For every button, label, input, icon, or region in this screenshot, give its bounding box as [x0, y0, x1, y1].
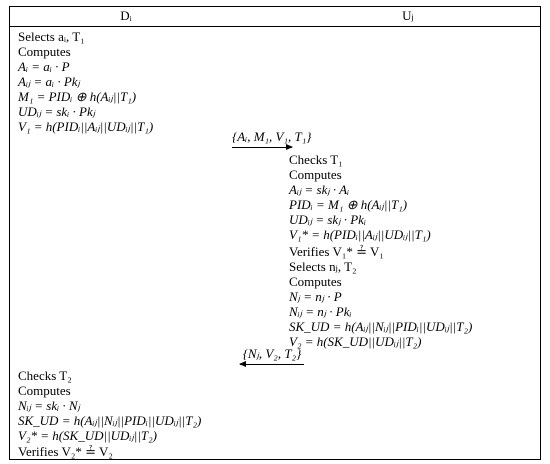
u-eq-nj: Nⱼ = nⱼ · P [289, 289, 342, 304]
u-step-select-nj: Selects nⱼ, T₂ [289, 259, 357, 274]
d-step-computes: Computes [18, 44, 71, 59]
d-step-select: Selects aᵢ, T₁ [18, 29, 85, 44]
u-step-computes-2: Computes [289, 274, 342, 289]
protocol-table-frame [9, 6, 541, 460]
u-step-computes-1: Computes [289, 167, 342, 182]
d-eq-nij: Nᵢⱼ = skᵢ · Nⱼ [18, 398, 80, 413]
d-step-computes-2: Computes [18, 383, 71, 398]
u-step-verify-v1: Verifies V₁* ≟ V₁ [289, 244, 384, 259]
u-eq-v1-star: V₁* = h(PIDᵢ||Aᵢⱼ||UDᵢⱼ||T₁) [289, 227, 431, 242]
u-eq-skud: SK_UD = h(Aᵢⱼ||Nᵢⱼ||PIDᵢ||UDᵢⱼ||T₂) [289, 319, 473, 334]
d-eq-skud: SK_UD = h(Aᵢⱼ||Nᵢⱼ||PIDᵢ||UDᵢⱼ||T₂) [18, 413, 202, 428]
u-eq-pidi: PIDᵢ = M₁ ⊕ h(Aᵢⱼ||T₁) [289, 197, 408, 212]
u-eq-nij: Nᵢⱼ = nⱼ · Pkᵢ [289, 304, 352, 319]
d-eq-m1: M₁ = PIDᵢ ⊕ h(Aᵢⱼ||T₁) [18, 89, 137, 104]
d-eq-udij: UDᵢⱼ = skᵢ · Pkⱼ [18, 104, 95, 119]
header-rule [9, 26, 541, 27]
d-eq-aij: Aᵢⱼ = aᵢ · Pkⱼ [18, 74, 80, 89]
message-2-arrow [239, 361, 304, 367]
message-2-label: {Nⱼ, V₂, T₂} [242, 346, 302, 361]
d-eq-v2-star: V₂* = h(SK_UD||UDᵢⱼ||T₂) [18, 428, 157, 443]
u-eq-v2: V₂ = h(SK_UD||UDᵢⱼ||T₂) [289, 334, 422, 349]
u-step-check-t1: Checks T₁ [289, 152, 343, 167]
header-device: Dᵢ [120, 8, 132, 23]
d-eq-ai: Aᵢ = aᵢ · P [18, 59, 70, 74]
message-1-arrow [232, 144, 293, 150]
header-user: Uⱼ [402, 8, 414, 23]
d-step-check-t2: Checks T₂ [18, 368, 72, 383]
u-eq-aij: Aᵢⱼ = skⱼ · Aᵢ [289, 182, 350, 197]
u-eq-udij: UDᵢⱼ = skⱼ · Pkᵢ [289, 212, 366, 227]
message-1-label: {Aᵢ, M₁, V₁, T₁} [232, 129, 312, 144]
d-eq-v1: V₁ = h(PIDᵢ||Aᵢⱼ||UDᵢⱼ||T₁) [18, 119, 154, 134]
d-step-verify-v2: Verifies V₂* ≟ V₂ [18, 444, 113, 459]
